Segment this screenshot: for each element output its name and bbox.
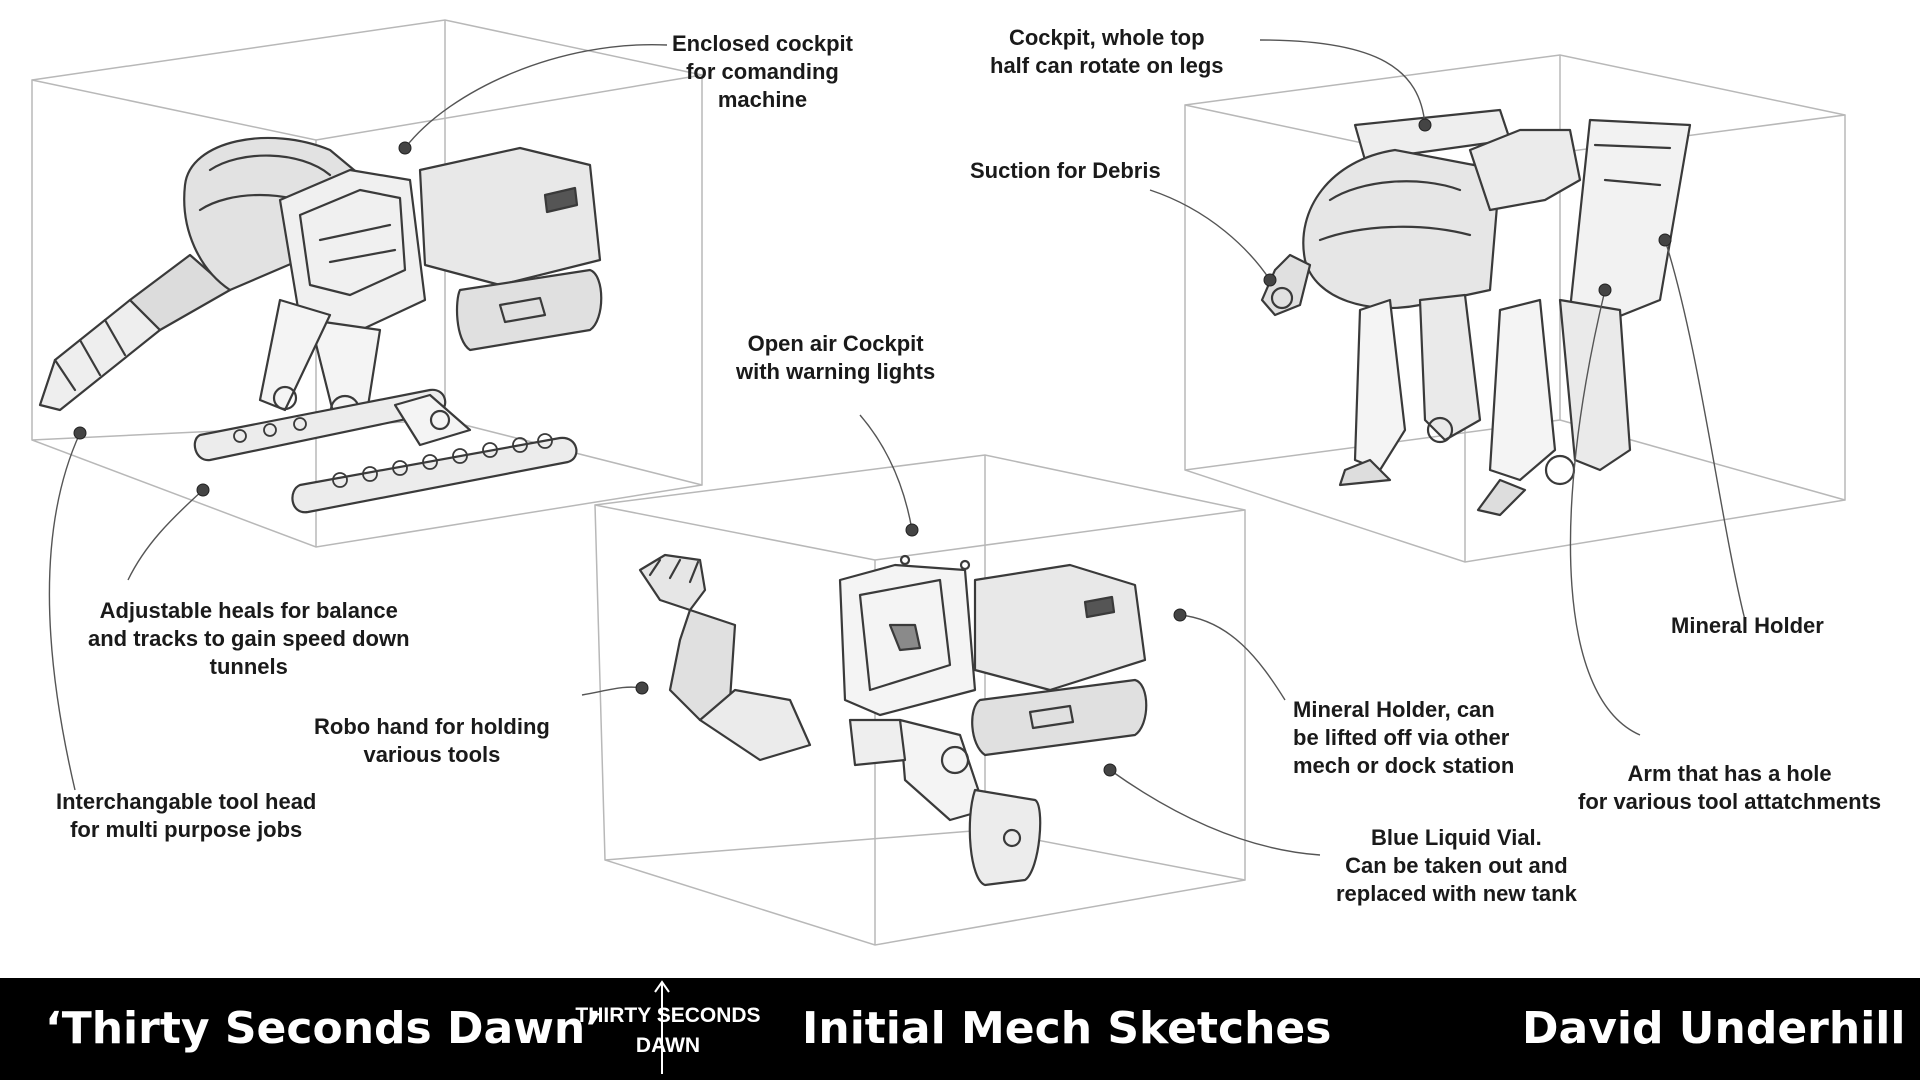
note-line: Blue Liquid Vial.: [1371, 825, 1542, 850]
note-line: for various tool attatchments: [1578, 789, 1882, 814]
note-line: for multi purpose jobs: [70, 817, 303, 842]
leader-lines: [48, 39, 1746, 856]
note-line: be lifted off via other: [1293, 725, 1510, 750]
note-line: Interchangable tool head: [56, 789, 317, 814]
sketch-canvas: [31, 19, 1846, 946]
note-line: Open air Cockpit: [747, 331, 924, 356]
note-line: replaced with new tank: [1336, 881, 1577, 906]
logo-line-2: DAWN: [635, 1034, 701, 1057]
mech-rotating-sketch: [1260, 108, 1692, 517]
note-line: and tracks to gain speed down: [88, 626, 410, 651]
note-line: Mineral Holder, can: [1293, 697, 1495, 722]
note-line: various tools: [363, 742, 501, 767]
annotation-dot-icon: [1658, 233, 1672, 247]
mech-open-cockpit-sketch: [638, 553, 1148, 887]
author-name: David Underhill: [1522, 1003, 1906, 1054]
project-title: ‘Thirty Seconds Dawn’: [45, 1003, 602, 1054]
note-arm-hole: Arm that has a hole for various tool att…: [1578, 760, 1881, 816]
annotation-dot-icon: [1598, 283, 1612, 297]
annotation-dot-icon: [73, 426, 87, 440]
note-adjustable-heals: Adjustable heals for balance and tracks …: [88, 597, 410, 681]
note-line: Can be taken out and: [1345, 853, 1568, 878]
annotation-dots: [73, 118, 1672, 777]
note-line: Cockpit, whole top: [1008, 25, 1205, 50]
annotation-dot-icon: [635, 681, 649, 695]
footer-bar: ‘Thirty Seconds Dawn’ THIRTY SECONDS DAW…: [0, 978, 1920, 1080]
note-mineral-holder-liftable: Mineral Holder, can be lifted off via ot…: [1293, 696, 1514, 780]
sheet-title: Initial Mech Sketches: [802, 1003, 1332, 1054]
concept-sheet: Enclosed cockpit for comanding machine C…: [31, 19, 1881, 946]
note-line: machine: [717, 87, 808, 112]
note-rotating-cockpit: Cockpit, whole top half can rotate on le…: [990, 24, 1224, 80]
mech-drill-sketch: [38, 136, 603, 514]
note-line: Enclosed cockpit: [672, 31, 853, 56]
logo-line-1: THIRTY SECONDS: [575, 1004, 761, 1027]
thirty-seconds-dawn-logo: THIRTY SECONDS DAWN: [560, 978, 776, 1080]
note-line: Arm that has a hole: [1627, 761, 1832, 786]
annotation-dot-icon: [905, 523, 919, 537]
annotation-dot-icon: [196, 483, 210, 497]
note-line: Mineral Holder: [1671, 613, 1824, 638]
arrow-up-icon: [654, 980, 670, 1074]
annotation-dot-icon: [1103, 763, 1117, 777]
note-line: with warning lights: [736, 359, 936, 384]
note-suction: Suction for Debris: [970, 157, 1161, 185]
annotation-dot-icon: [1173, 608, 1187, 622]
note-tool-head: Interchangable tool head for multi purpo…: [56, 788, 316, 844]
note-open-air-cockpit: Open air Cockpit with warning lights: [736, 330, 935, 386]
note-robo-hand: Robo hand for holding various tools: [314, 713, 550, 769]
note-mineral-holder: Mineral Holder: [1671, 612, 1824, 640]
note-line: tunnels: [209, 654, 288, 679]
annotation-dot-icon: [398, 141, 412, 155]
note-line: Robo hand for holding: [314, 714, 550, 739]
note-line: mech or dock station: [1293, 753, 1515, 778]
annotation-dot-icon: [1263, 273, 1277, 287]
note-line: Adjustable heals for balance: [99, 598, 398, 623]
note-enclosed-cockpit: Enclosed cockpit for comanding machine: [672, 30, 853, 114]
note-line: Suction for Debris: [970, 158, 1161, 183]
note-line: for comanding: [686, 59, 839, 84]
annotation-dot-icon: [1418, 118, 1432, 132]
note-line: half can rotate on legs: [990, 53, 1224, 78]
note-blue-liquid-vial: Blue Liquid Vial. Can be taken out and r…: [1336, 824, 1577, 908]
